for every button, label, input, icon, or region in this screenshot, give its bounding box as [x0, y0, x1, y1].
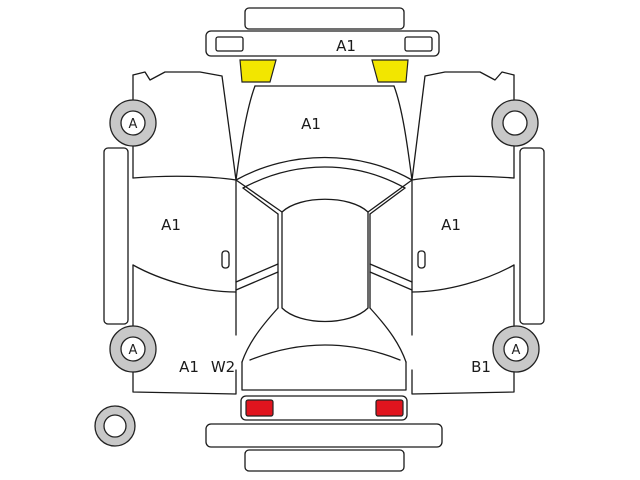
left-front-door-label: A1: [161, 216, 181, 234]
front-bumper-label: A1: [336, 37, 356, 55]
hood-label: A1: [301, 115, 321, 133]
car-body: [132, 71, 515, 395]
tire-rear-right-grade: A: [512, 343, 521, 358]
left-rear-w-label: W2: [211, 358, 235, 376]
tire-front-right: [491, 99, 539, 147]
tire-front-left: A: [109, 99, 157, 147]
tire-front-left-grade: A: [129, 117, 138, 132]
left-taillight: [245, 399, 274, 417]
right-side-sill: [519, 147, 545, 325]
right-taillight: [375, 399, 404, 417]
right-door-handle: [417, 250, 426, 269]
right-headlight: [371, 59, 409, 83]
tire-rear-right: A: [492, 325, 540, 373]
left-door-handle: [221, 250, 230, 269]
right-rear-label: B1: [471, 358, 491, 376]
left-side-sill: [103, 147, 129, 325]
left-headlight: [239, 59, 277, 83]
tire-rear-left: A: [109, 325, 157, 373]
spare-tire: [94, 405, 136, 447]
front-bumper: [205, 7, 440, 57]
left-rear-label: A1: [179, 358, 199, 376]
tire-rear-left-grade: A: [129, 343, 138, 358]
rear-bumper: [205, 395, 443, 472]
right-front-door-label: A1: [441, 216, 461, 234]
